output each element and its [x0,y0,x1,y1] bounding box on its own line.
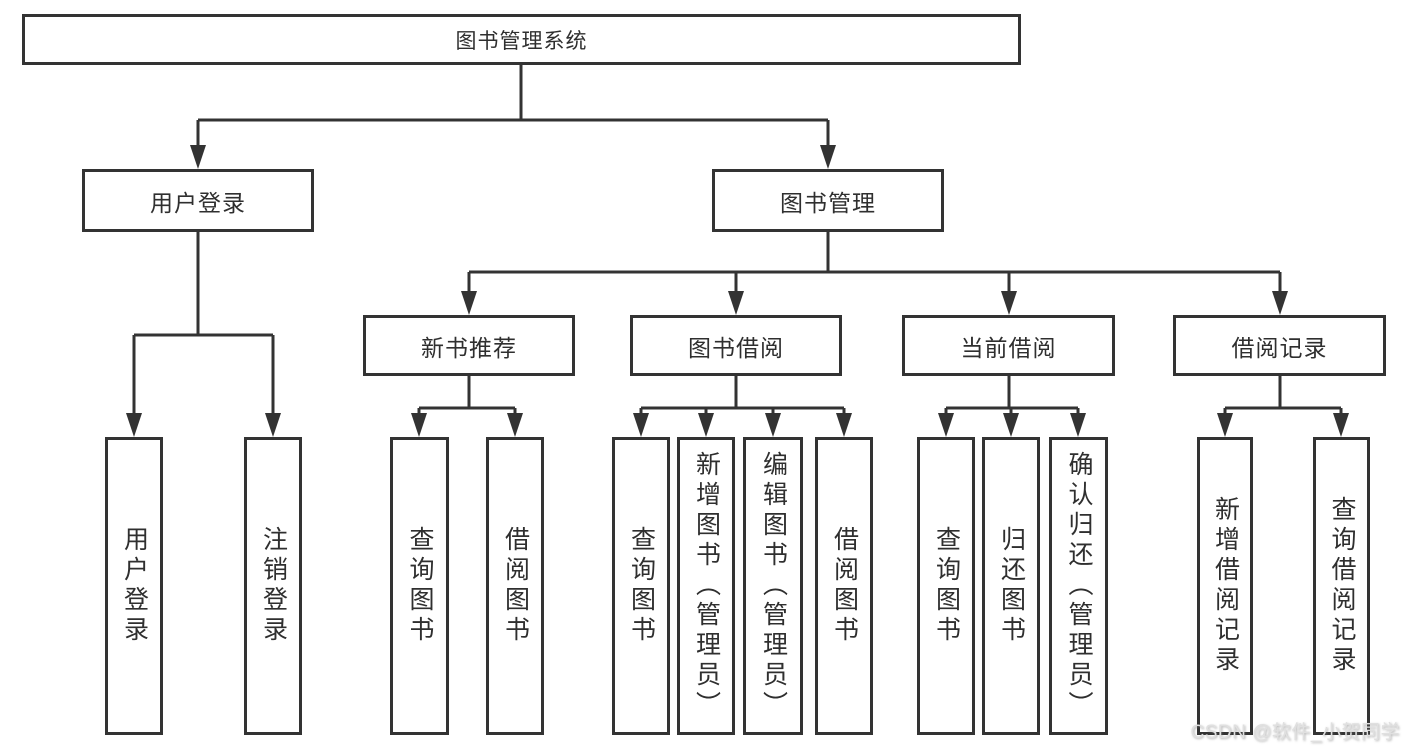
node-label: 用户登录 [150,189,246,216]
arrow-down-icon [461,291,477,315]
node-label: 新增借阅记录 [1211,496,1240,676]
node-label: 编辑图书（管理员） [759,451,788,721]
arrowheads [126,145,1349,437]
connector-records-to-leaves [1223,376,1343,415]
leaf-query-books-borrowing: 查询图书 [612,437,670,735]
leaf-logout: 注销登录 [244,437,302,735]
node-book-management: 图书管理 [712,169,944,232]
leaf-confirm-return-admin: 确认归还（管理员） [1049,437,1108,735]
arrow-down-icon [265,413,281,437]
node-label: 图书借阅 [688,334,784,361]
node-label: 确认归还（管理员） [1065,451,1093,721]
arrow-down-icon [1001,291,1017,315]
node-label: 用户登录 [120,526,149,646]
node-borrowing-records: 借阅记录 [1173,315,1386,376]
leaf-add-books-admin: 新增图书（管理员） [677,437,735,735]
arrow-down-icon [1070,413,1086,437]
connector-borrowing-to-leaves [639,376,846,415]
leaf-query-borrow-record: 查询借阅记录 [1313,437,1370,735]
node-user-login: 用户登录 [82,169,314,232]
node-label: 查询图书 [932,526,961,646]
node-new-book-recommendation: 新书推荐 [363,315,575,376]
leaf-user-login: 用户登录 [105,437,163,735]
arrow-down-icon [820,145,836,169]
node-label: 图书管理 [780,189,876,216]
node-label: 查询图书 [406,526,434,646]
connector-bookmgmt-to-level3 [467,232,1282,293]
node-current-borrowing: 当前借阅 [902,315,1115,376]
arrow-down-icon [1217,413,1233,437]
node-label: 新增图书（管理员） [692,451,721,721]
arrow-down-icon [633,413,649,437]
arrow-down-icon [698,413,714,437]
node-label: 借阅记录 [1231,334,1328,361]
node-book-borrowing: 图书借阅 [630,315,842,376]
arrow-down-icon [507,413,523,437]
arrow-down-icon [411,413,427,437]
connector-recommend-to-leaves [417,376,517,415]
connector-userlogin-to-leaves [132,232,275,415]
node-label: 当前借阅 [960,334,1057,361]
leaf-return-books: 归还图书 [982,437,1040,735]
arrow-down-icon [1333,413,1349,437]
arrow-down-icon [1003,413,1019,437]
node-label: 借阅图书 [830,526,859,646]
connector-root-to-level2 [196,65,830,147]
node-library-management-system: 图书管理系统 [22,14,1021,65]
leaf-borrow-books-borrowing: 借阅图书 [815,437,873,735]
node-label: 归还图书 [997,526,1026,646]
arrow-down-icon [938,413,954,437]
leaf-query-books-current: 查询图书 [917,437,975,735]
leaf-add-borrow-record: 新增借阅记录 [1197,437,1253,735]
arrow-down-icon [765,413,781,437]
node-label: 图书管理系统 [455,29,588,53]
leaf-query-books-recommend: 查询图书 [390,437,449,735]
node-label: 注销登录 [259,526,288,646]
node-label: 查询借阅记录 [1328,496,1356,676]
arrow-down-icon [728,291,744,315]
node-label: 借阅图书 [501,526,530,646]
node-label: 查询图书 [627,526,656,646]
leaf-edit-books-admin: 编辑图书（管理员） [743,437,803,735]
arrow-down-icon [190,145,206,169]
arrow-down-icon [126,413,142,437]
node-label: 新书推荐 [421,334,517,361]
connector-current-to-leaves [944,376,1080,415]
leaf-borrow-books-recommend: 借阅图书 [486,437,544,735]
arrow-down-icon [1272,291,1288,315]
arrow-down-icon [836,413,852,437]
watermark: CSDN @软件_小贺同学 [1190,722,1400,743]
